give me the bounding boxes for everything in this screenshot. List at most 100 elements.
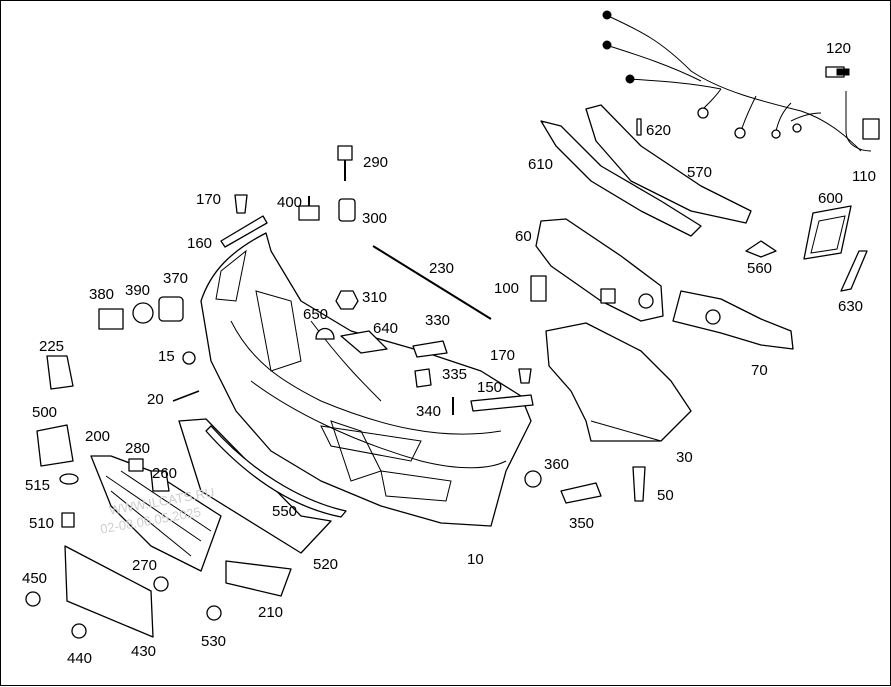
label-570[interactable]: 570	[687, 164, 712, 181]
pin-20[interactable]	[172, 390, 200, 402]
bracket-260[interactable]	[150, 470, 170, 492]
label-440[interactable]: 440	[67, 650, 92, 667]
bolt-290[interactable]	[337, 145, 353, 181]
clip-225[interactable]	[46, 355, 74, 390]
label-270[interactable]: 270	[132, 557, 157, 574]
label-60[interactable]: 60	[515, 228, 532, 245]
label-280[interactable]: 280	[125, 440, 150, 457]
strip-550[interactable]	[205, 425, 347, 518]
sleeve-300[interactable]	[338, 198, 356, 222]
bracket-160[interactable]	[220, 215, 268, 248]
label-335[interactable]: 335	[442, 366, 467, 383]
label-15[interactable]: 15	[158, 348, 175, 365]
cover-500[interactable]	[36, 424, 74, 467]
label-630[interactable]: 630	[838, 298, 863, 315]
label-170-right[interactable]: 170	[490, 347, 515, 364]
spoiler-520[interactable]	[178, 418, 332, 554]
label-560[interactable]: 560	[747, 260, 772, 277]
sensor-370[interactable]	[158, 296, 184, 322]
bracket-570[interactable]	[585, 104, 752, 224]
clip-15[interactable]	[182, 351, 196, 365]
washer-515[interactable]	[59, 473, 79, 485]
screw-270[interactable]	[153, 576, 169, 592]
label-620[interactable]: 620	[646, 122, 671, 139]
label-160[interactable]: 160	[187, 235, 212, 252]
label-290[interactable]: 290	[363, 154, 388, 171]
wiring-harness-110[interactable]	[602, 10, 880, 152]
label-515[interactable]: 515	[25, 477, 50, 494]
label-260[interactable]: 260	[152, 465, 177, 482]
clip-170-left[interactable]	[234, 194, 248, 214]
ring-390[interactable]	[132, 302, 154, 324]
label-10[interactable]: 10	[467, 551, 484, 568]
clip-170-right[interactable]	[518, 368, 532, 384]
clip-100[interactable]	[530, 275, 547, 302]
label-520[interactable]: 520	[313, 556, 338, 573]
label-650[interactable]: 650	[303, 306, 328, 323]
clip-50[interactable]	[632, 466, 646, 502]
clip-280[interactable]	[128, 458, 144, 472]
label-380[interactable]: 380	[89, 286, 114, 303]
label-350[interactable]: 350	[569, 515, 594, 532]
carrier-30[interactable]	[545, 322, 692, 442]
cover-630[interactable]	[840, 250, 868, 292]
absorber-60[interactable]	[535, 218, 664, 322]
label-70[interactable]: 70	[751, 362, 768, 379]
plate-430[interactable]	[64, 545, 154, 638]
clip-530[interactable]	[206, 605, 222, 621]
label-150[interactable]: 150	[477, 379, 502, 396]
bolt-360[interactable]	[524, 470, 542, 488]
label-430[interactable]: 430	[131, 643, 156, 660]
label-210[interactable]: 210	[258, 604, 283, 621]
plate-640[interactable]	[340, 330, 388, 354]
nut-310[interactable]	[335, 290, 359, 310]
label-600[interactable]: 600	[818, 190, 843, 207]
holder-380[interactable]	[98, 308, 124, 330]
bracket-330[interactable]	[412, 340, 448, 358]
label-110[interactable]: 110	[852, 168, 876, 185]
label-100[interactable]: 100	[494, 280, 519, 297]
label-500[interactable]: 500	[32, 404, 57, 421]
label-225[interactable]: 225	[39, 338, 64, 355]
label-30[interactable]: 30	[676, 449, 693, 466]
cap-650[interactable]	[315, 327, 335, 340]
label-360[interactable]: 360	[544, 456, 569, 473]
bracket-70[interactable]	[672, 290, 794, 350]
label-400[interactable]: 400	[277, 194, 302, 211]
bolt-510[interactable]	[61, 512, 75, 528]
label-640[interactable]: 640	[373, 320, 398, 337]
label-390[interactable]: 390	[125, 282, 150, 299]
label-610[interactable]: 610	[528, 156, 553, 173]
sensor-120[interactable]	[825, 66, 850, 78]
bolt-440[interactable]	[71, 623, 87, 639]
label-550[interactable]: 550	[272, 503, 297, 520]
clip-620[interactable]	[636, 118, 642, 136]
bracket-350[interactable]	[560, 482, 602, 504]
screw-450[interactable]	[25, 591, 41, 607]
grille-210[interactable]	[225, 560, 292, 597]
label-230[interactable]: 230	[429, 260, 454, 277]
label-310[interactable]: 310	[362, 289, 387, 306]
bracket-150[interactable]	[470, 394, 534, 412]
bracket-610[interactable]	[540, 120, 702, 237]
grille-200[interactable]	[90, 455, 222, 572]
label-170-left[interactable]: 170	[196, 191, 221, 208]
label-370[interactable]: 370	[163, 270, 188, 287]
label-20[interactable]: 20	[147, 391, 164, 408]
clip-560[interactable]	[745, 240, 777, 258]
label-50[interactable]: 50	[657, 487, 674, 504]
label-300[interactable]: 300	[362, 210, 387, 227]
clip-335[interactable]	[414, 368, 432, 388]
label-340[interactable]: 340	[416, 403, 441, 420]
label-120[interactable]: 120	[826, 40, 851, 57]
rod-230[interactable]	[372, 245, 492, 320]
label-200[interactable]: 200	[85, 428, 110, 445]
label-510[interactable]: 510	[29, 515, 54, 532]
label-450[interactable]: 450	[22, 570, 47, 587]
grille-600[interactable]	[803, 205, 852, 260]
bumper-cover-10[interactable]	[200, 232, 532, 527]
label-330[interactable]: 330	[425, 312, 450, 329]
label-530[interactable]: 530	[201, 633, 226, 650]
bolt-400[interactable]	[298, 196, 320, 221]
